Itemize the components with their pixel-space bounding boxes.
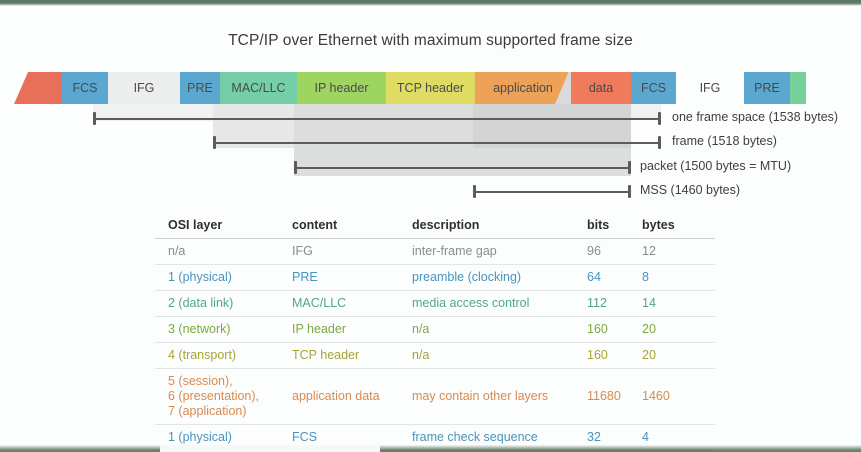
cell-content: TCP header [292, 348, 360, 362]
measure-bar [473, 191, 631, 193]
column-header-description: description [412, 218, 480, 232]
measure-tick-right [658, 136, 661, 149]
segment-mac-llc[interactable]: MAC/LLC [220, 72, 297, 104]
figure-canvas: TCP/IP over Ethernet with maximum suppor… [0, 6, 861, 451]
cell-description: n/a [412, 348, 430, 362]
measure-tick-left [294, 161, 297, 174]
cell-bits: 160 [587, 322, 608, 336]
measure-tick-left [213, 136, 216, 149]
cell-osi-layer: 2 (data link) [168, 296, 234, 310]
figure-title: TCP/IP over Ethernet with maximum suppor… [228, 32, 633, 49]
measure-one-frame-space-label: one frame space (1538 bytes) [672, 110, 839, 124]
cell-bits: 11680 [587, 389, 621, 403]
cell-content: PRE [292, 270, 318, 284]
measure-bar [213, 142, 661, 144]
page-bottom-fringe-gap [160, 445, 380, 452]
segment-fcs-left[interactable]: FCS [62, 72, 108, 104]
segment-application[interactable]: application [475, 72, 571, 104]
cell-bits: 160 [587, 348, 608, 362]
segment-pre[interactable]: PRE [180, 72, 220, 104]
table-header-row: OSI layer content description bits bytes [155, 213, 715, 239]
band-mss [473, 98, 631, 148]
measure-bar [93, 118, 661, 120]
table-row[interactable]: 3 (network) IP header n/a 160 20 [155, 317, 715, 343]
cell-osi-layer: n/a [168, 244, 186, 258]
measure-mss-label: MSS (1460 bytes) [640, 183, 741, 197]
cell-bits: 32 [587, 430, 601, 444]
measure-mss [473, 185, 631, 199]
column-header-bytes: bytes [642, 218, 675, 232]
column-header-bits: bits [587, 218, 610, 232]
layer-table: OSI layer content description bits bytes… [155, 213, 715, 451]
measure-tick-left [93, 112, 96, 125]
measure-packet [294, 161, 631, 175]
segment-ip-header[interactable]: IP header [297, 72, 386, 104]
cell-bytes: 14 [642, 296, 656, 310]
cell-description: preamble (clocking) [412, 270, 522, 284]
segment-data[interactable]: data [571, 72, 631, 104]
cell-bytes: 12 [642, 244, 656, 258]
cell-bits: 64 [587, 270, 601, 284]
segment-ifg-right[interactable]: IFG [699, 81, 721, 95]
lead-in-fragment [14, 72, 64, 104]
page-top-fringe [0, 0, 861, 6]
table-row[interactable]: n/a IFG inter-frame gap 96 12 [155, 239, 715, 265]
measure-packet-label: packet (1500 bytes = MTU) [640, 159, 792, 173]
column-header-content: content [292, 218, 338, 232]
cell-content: IP header [292, 322, 346, 336]
cell-content: FCS [292, 430, 317, 444]
cell-description: n/a [412, 322, 430, 336]
measure-tick-right [628, 161, 631, 174]
segment-ifg-left[interactable]: IFG [108, 72, 180, 104]
cell-osi-layer: 1 (physical) [168, 430, 232, 444]
measure-bar [294, 167, 631, 169]
cell-description: may contain other layers [412, 389, 549, 403]
cell-description: media access control [412, 296, 530, 310]
segment-fcs-right[interactable]: FCS [631, 72, 676, 104]
cell-osi-layer: 3 (network) [168, 322, 231, 336]
segment-pre-next[interactable]: PRE [744, 72, 790, 104]
measure-frame-label: frame (1518 bytes) [672, 134, 777, 148]
cell-bytes: 4 [642, 430, 649, 444]
cell-bits: 96 [587, 244, 601, 258]
cell-bytes: 20 [642, 322, 656, 336]
segment-tcp-header[interactable]: TCP header [386, 72, 475, 104]
segment-next-mac-sliver [790, 72, 806, 104]
measure-frame [213, 136, 661, 150]
cell-content: MAC/LLC [292, 296, 347, 310]
cell-description: inter-frame gap [412, 244, 497, 258]
measure-tick-right [658, 112, 661, 125]
table-row[interactable]: 1 (physical) PRE preamble (clocking) 64 … [155, 265, 715, 291]
band-spacer [93, 120, 213, 121]
cell-content: IFG [292, 244, 313, 258]
cell-osi-layer: 4 (transport) [168, 348, 237, 362]
cell-bytes: 1460 [642, 389, 670, 403]
cell-description: frame check sequence [412, 430, 538, 444]
frame-strip: FCS IFG PRE MAC/LLC IP header TCP header… [0, 72, 861, 104]
cell-bits: 112 [587, 296, 607, 310]
page-bottom-fringe [0, 445, 861, 452]
cell-bytes: 8 [642, 270, 649, 284]
cell-osi-layer: 5 (session), 6 (presentation), 7 (applic… [168, 374, 260, 418]
table-row[interactable]: 4 (transport) TCP header n/a 160 20 [155, 343, 715, 369]
measure-tick-right [628, 185, 631, 198]
cell-content: application data [292, 389, 380, 403]
cell-bytes: 20 [642, 348, 656, 362]
measure-tick-left [473, 185, 476, 198]
table-row[interactable]: 2 (data link) MAC/LLC media access contr… [155, 291, 715, 317]
table-row[interactable]: 5 (session), 6 (presentation), 7 (applic… [155, 369, 715, 425]
cell-osi-layer: 1 (physical) [168, 270, 232, 284]
column-header-osi-layer: OSI layer [168, 218, 223, 232]
measure-one-frame-space [93, 112, 661, 126]
